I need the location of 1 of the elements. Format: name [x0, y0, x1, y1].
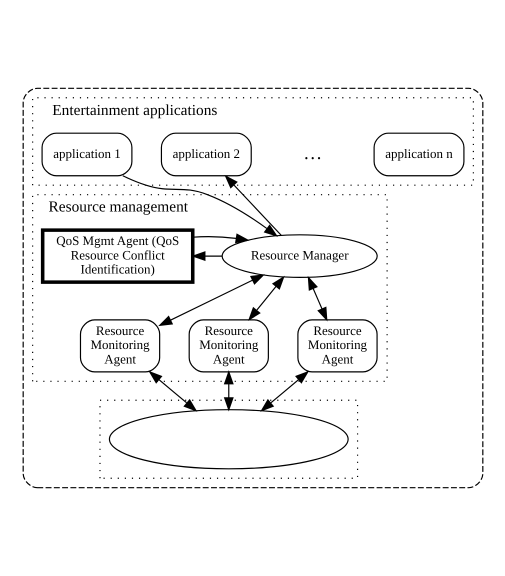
label: …: [302, 142, 322, 164]
